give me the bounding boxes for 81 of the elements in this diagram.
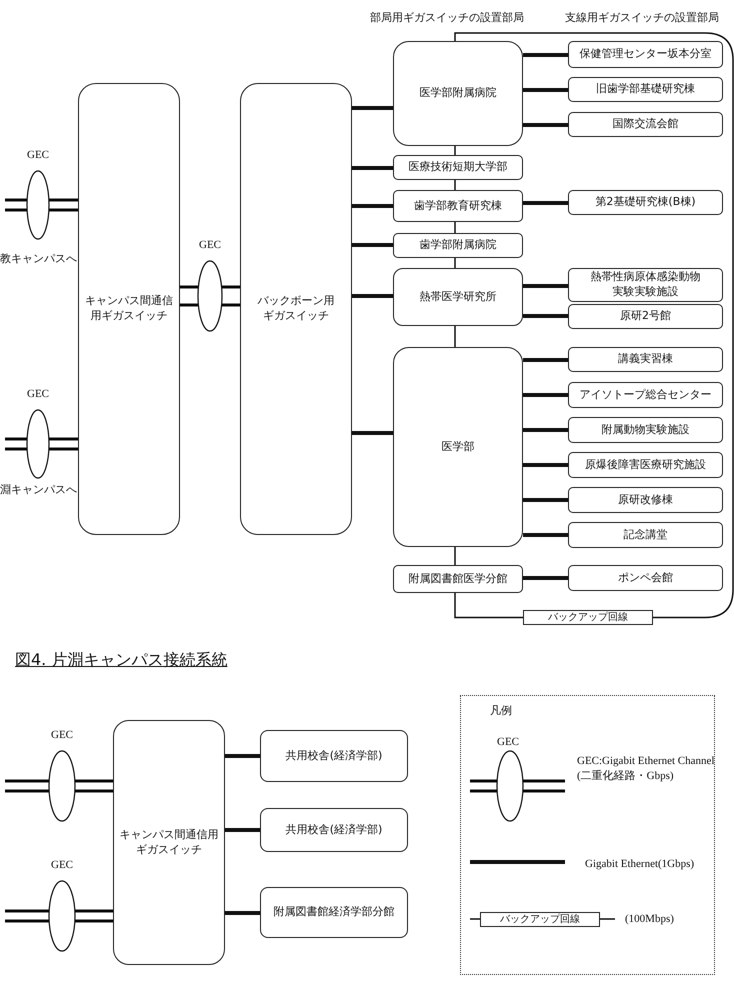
building-box: 附属図書館医学分館 — [393, 565, 523, 593]
switch-box: バックボーン用ギガスイッチ — [240, 83, 352, 535]
double-line — [178, 286, 200, 306]
link-line — [523, 53, 568, 57]
gec-label: GEC — [497, 736, 519, 748]
link-line — [454, 146, 456, 155]
building-box: 熱帯医学研究所 — [393, 268, 523, 326]
figure-title: 図4. 片淵キャンパス接続系統 — [15, 650, 228, 671]
campus-label: 淵キャンパスへ — [0, 482, 77, 497]
double-line — [74, 780, 114, 792]
double-line — [220, 286, 242, 306]
building-box: 原研2号館 — [568, 304, 723, 329]
link-line — [523, 358, 568, 362]
gec-label: GEC — [26, 149, 50, 161]
double-line — [48, 438, 80, 450]
link-line — [225, 911, 260, 915]
building-box: アイソトープ総合センター — [568, 382, 723, 408]
link-line — [454, 180, 456, 190]
building-box: 記念講堂 — [568, 522, 723, 548]
link-line — [454, 326, 456, 347]
building-box: 講義実習棟 — [568, 347, 723, 372]
building-box: 附属動物実験施設 — [568, 417, 723, 443]
building-box: 共用校舎(経済学部) — [260, 730, 408, 782]
building-box: 原研改修棟 — [568, 487, 723, 513]
building-box: 原爆後障害医療研究施設 — [568, 452, 723, 478]
link-line — [352, 204, 393, 208]
gec-label: GEC — [26, 388, 50, 400]
link-line — [523, 284, 568, 288]
link-line — [454, 258, 456, 268]
link-line — [352, 106, 393, 110]
building-box: 第2基礎研究棟(B棟) — [568, 190, 723, 215]
link-line — [523, 463, 568, 467]
link-line — [523, 498, 568, 502]
backup-line-sample: バックアップ回線 — [480, 912, 600, 927]
building-box: 共用校舎(経済学部) — [260, 808, 408, 852]
link-line — [523, 533, 568, 537]
gec-label: GEC — [50, 729, 74, 741]
link-line — [225, 828, 260, 832]
legend-heading: 凡例 — [490, 703, 512, 718]
double-line — [4, 780, 50, 792]
link-line — [352, 294, 393, 298]
double-line — [4, 910, 50, 922]
double-line — [4, 438, 28, 450]
building-box: 医学部 — [393, 347, 523, 547]
gec-label: GEC — [50, 859, 74, 871]
column-heading: 支線用ギガスイッチの設置部局 — [565, 10, 719, 25]
building-box: 旧歯学部基礎研究棟 — [568, 77, 723, 102]
building-box: 保健管理センター坂本分室 — [568, 41, 723, 68]
building-box: 医学部附属病院 — [393, 41, 523, 146]
legend-text: GEC:Gigabit Ethernet Channel (二重化経路・Gbps) — [577, 754, 716, 784]
column-heading: 部局用ギガスイッチの設置部局 — [370, 10, 524, 25]
building-box: 国際交流会館 — [568, 112, 723, 137]
campus-label: 教キャンパスへ — [0, 251, 77, 266]
switch-box: キャンパス間通信用ギガスイッチ — [113, 720, 225, 965]
double-line — [74, 910, 114, 922]
link-line — [523, 576, 568, 580]
switch-box: キャンパス間通信用ギガスイッチ — [78, 83, 180, 535]
link-line — [523, 393, 568, 397]
gec-label: GEC — [198, 239, 222, 251]
link-line — [454, 222, 456, 233]
link-line — [523, 428, 568, 432]
backup-line — [454, 593, 523, 618]
double-line — [48, 198, 80, 212]
legend-text: Gigabit Ethernet(1Gbps) — [585, 857, 696, 872]
building-box: 附属図書館経済学部分館 — [260, 887, 408, 938]
link-line — [454, 547, 456, 565]
building-box: 医療技術短期大学部 — [393, 155, 523, 180]
link-line — [352, 243, 393, 247]
link-line — [352, 166, 393, 170]
link-line — [523, 201, 568, 205]
legend-text: (100Mbps) — [625, 912, 675, 927]
link-line — [523, 123, 568, 127]
building-box: 歯学部教育研究棟 — [393, 190, 523, 222]
double-line — [4, 198, 28, 212]
link-line — [523, 88, 568, 92]
link-line — [352, 431, 393, 435]
building-box: ポンペ会館 — [568, 565, 723, 591]
link-line — [523, 314, 568, 318]
building-box: 歯学部附属病院 — [393, 233, 523, 258]
link-line — [225, 754, 260, 758]
building-box: 熱帯性病原体感染動物実験実験施設 — [568, 268, 723, 302]
